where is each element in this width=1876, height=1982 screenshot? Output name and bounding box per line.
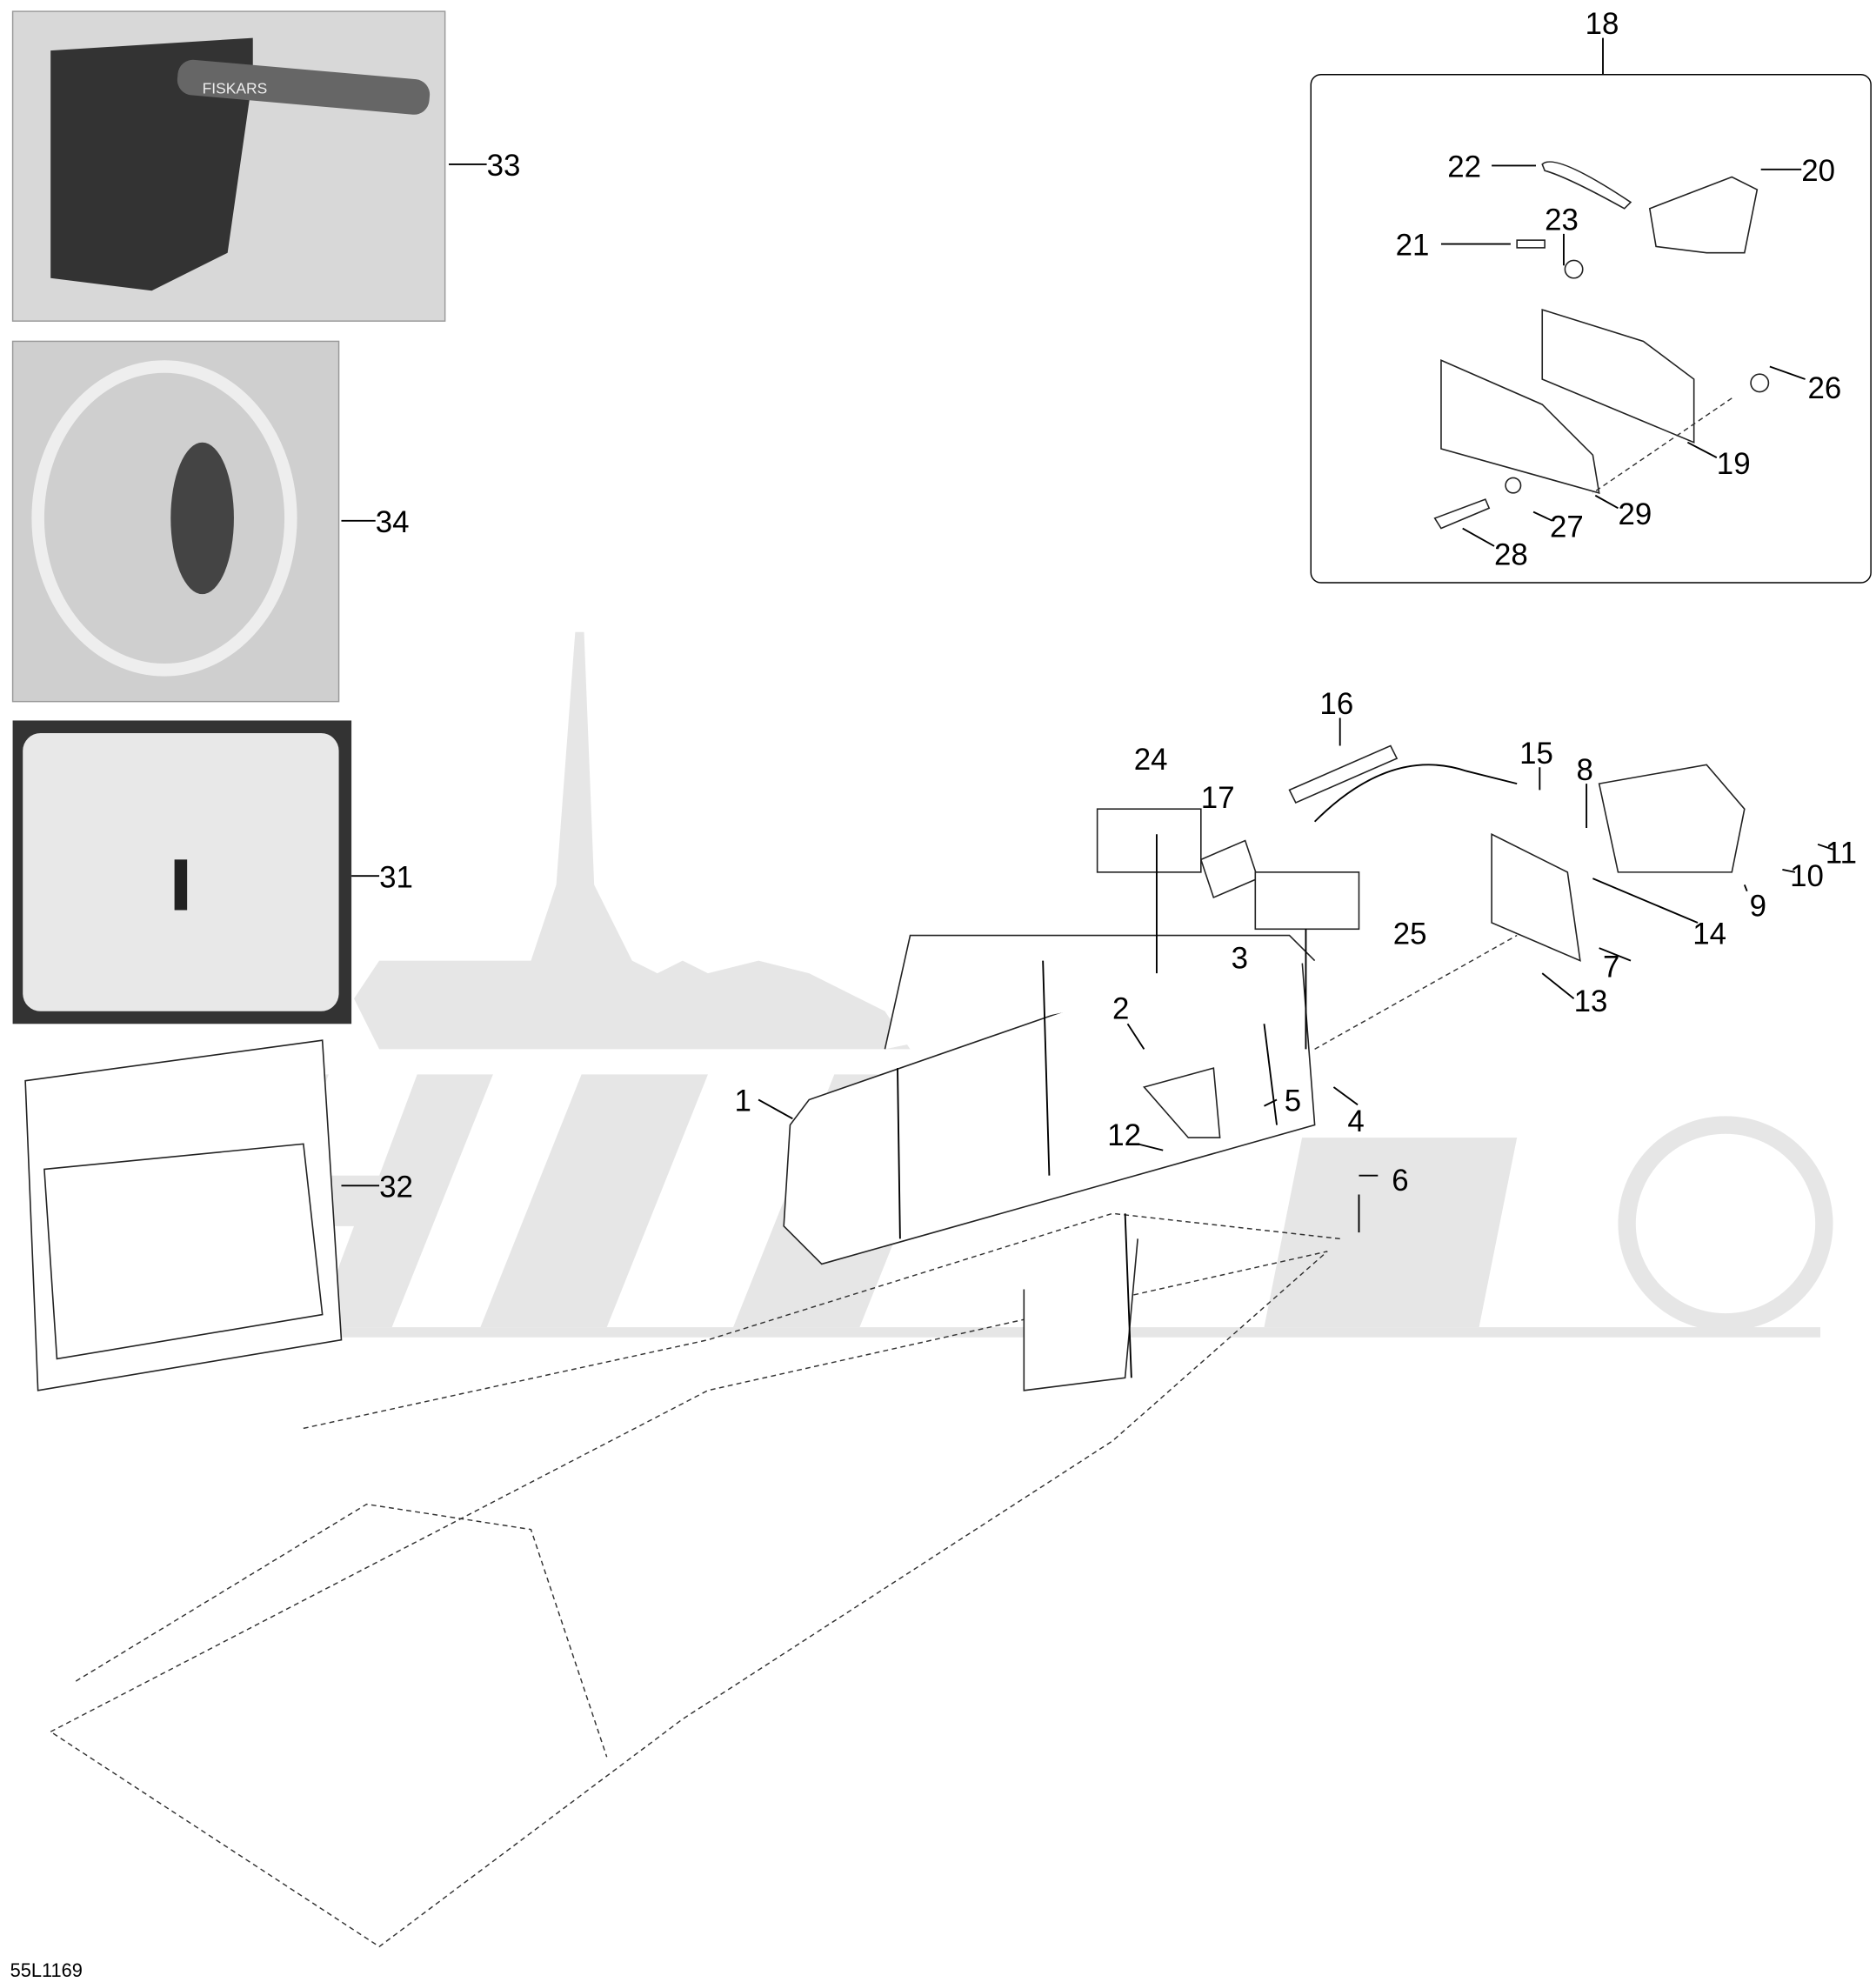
part-window-panel [24, 1039, 343, 1391]
callout-21: 21 [1396, 229, 1430, 263]
callout-25: 25 [1393, 918, 1427, 951]
callout-3: 3 [1232, 941, 1248, 975]
callout-32: 32 [379, 1170, 413, 1204]
callout-12: 12 [1107, 1118, 1141, 1152]
callout-23: 23 [1545, 204, 1579, 237]
callout-34: 34 [376, 505, 410, 539]
callout-11: 11 [1826, 837, 1857, 871]
callout-1: 1 [734, 1084, 751, 1118]
callout-2: 2 [1112, 991, 1129, 1025]
callout-26: 26 [1807, 371, 1841, 405]
callout-15: 15 [1519, 737, 1553, 771]
callout-13: 13 [1574, 984, 1608, 1018]
callouts: 33 34 31 32 18 22 20 23 21 26 19 29 27 2… [376, 7, 1857, 1204]
callout-20: 20 [1801, 154, 1835, 188]
photo-storage-box [12, 720, 352, 1024]
photo-rope [11, 340, 340, 703]
callout-17: 17 [1201, 781, 1235, 815]
callout-22: 22 [1447, 150, 1481, 184]
brand-text: FISKARS [203, 80, 268, 97]
photo-axe: FISKARS [11, 10, 446, 322]
callout-8: 8 [1576, 753, 1592, 787]
callout-31: 31 [379, 860, 413, 894]
leader-lines [341, 163, 1833, 1233]
callout-16: 16 [1319, 687, 1353, 721]
callout-27: 27 [1550, 511, 1584, 544]
callout-5: 5 [1285, 1084, 1301, 1118]
callout-10: 10 [1790, 859, 1824, 893]
diagram-code: 55L1169 [10, 1959, 83, 1981]
callout-29: 29 [1618, 497, 1652, 531]
callout-14: 14 [1692, 918, 1726, 951]
sled-frame [49, 1212, 1340, 1948]
callout-4: 4 [1347, 1104, 1364, 1138]
callout-19: 19 [1717, 447, 1751, 481]
taillight-assembly [1096, 744, 1746, 1138]
callout-9: 9 [1750, 890, 1766, 924]
callout-7: 7 [1603, 951, 1619, 984]
callout-33: 33 [487, 149, 521, 183]
callout-6: 6 [1392, 1164, 1408, 1198]
callout-18: 18 [1586, 7, 1619, 41]
callout-24: 24 [1134, 743, 1168, 777]
subassembly-18-box [1310, 37, 1872, 584]
callout-28: 28 [1494, 538, 1528, 572]
